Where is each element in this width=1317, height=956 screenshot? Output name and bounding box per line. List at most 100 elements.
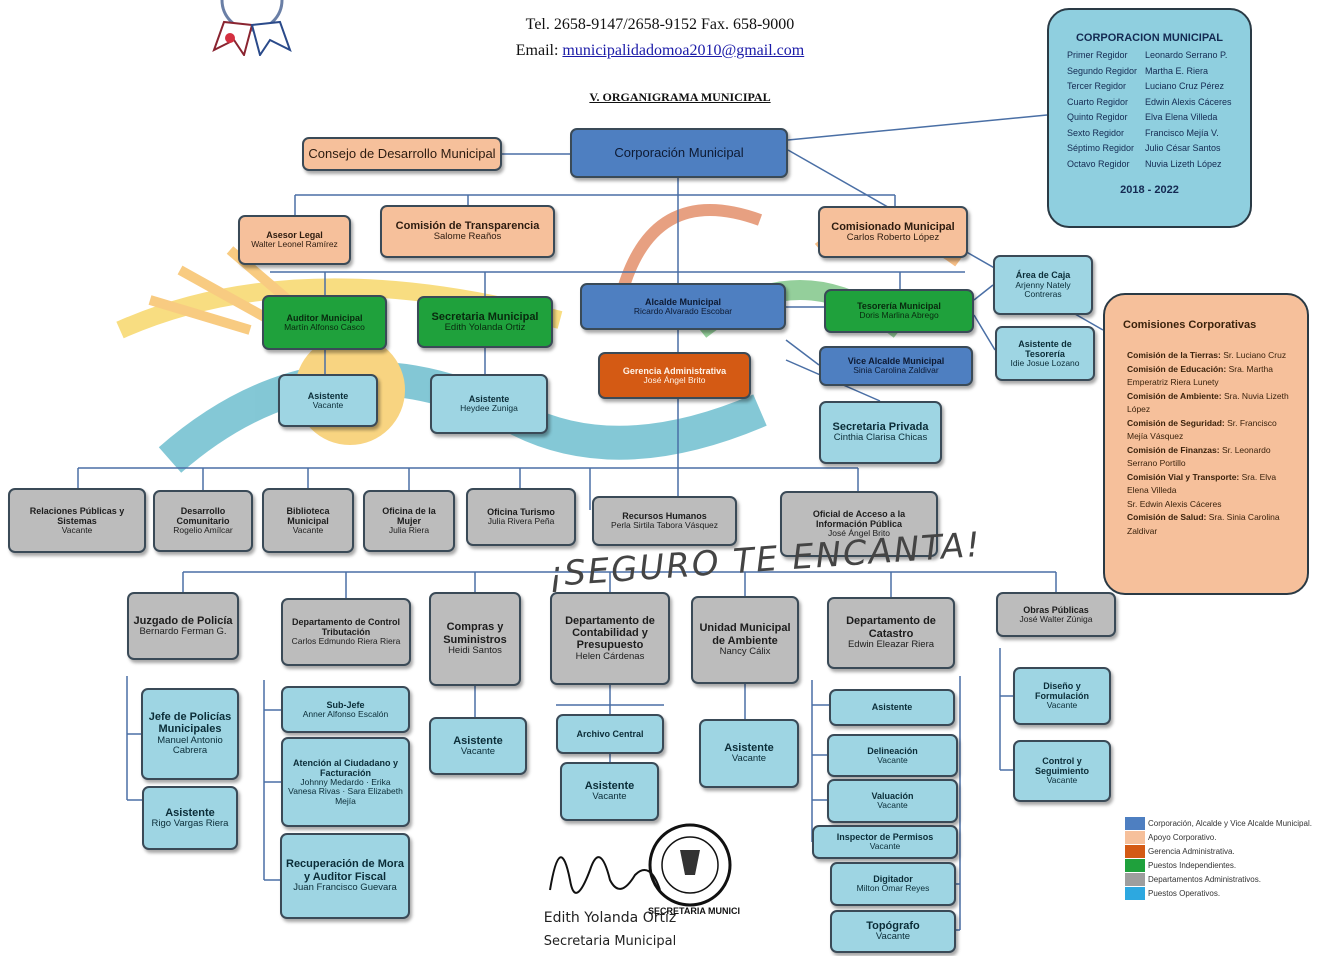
box-title: Compras y Suministros [443,621,507,646]
box-acceso: Oficial de Acceso a la Información Públi… [780,491,938,557]
legend-swatch [1125,816,1145,830]
box-subtitle: Vacante [877,754,908,765]
comisiones-corporativas-panel: Comisiones Corporativas Comisión de la T… [1103,293,1309,595]
comision-item: Comisión de Educación: Sra. Martha Emper… [1127,363,1297,390]
box-title: Juzgado de Policía [133,614,233,627]
comision-item: Comisión de Salud: Sra. Sinia Carolina Z… [1127,511,1297,538]
box-title: Topógrafo [866,920,920,933]
box-title: Archivo Central [576,728,644,739]
box-subtitle: Vacante [460,745,496,757]
box-title: Departamento de Control Tributación [291,617,400,638]
box-subtitle: Rogelio Amílcar [173,525,233,536]
box-subtitle: Vacante [869,841,901,852]
box-title: Comisionado Municipal [831,220,955,233]
comisiones-panel-title: Comisiones Corporativas [1123,319,1257,331]
legend-label: Corporación, Alcalde y Vice Alcalde Muni… [1148,818,1312,828]
legend-item: Gerencia Administrativa. [1125,844,1312,858]
box-title: Departamento de Contabilidad y Presupues… [565,614,655,652]
box-title: Diseño y Formulación [1034,681,1089,702]
box-subtitle: José Ángel Brito [643,374,706,385]
comision-item: Comisión Vial y Transporte: Sra. Elva El… [1127,471,1297,498]
box-title: Obras Públicas [1023,604,1089,615]
box-title: Desarrollo Comunitario [176,506,230,527]
comision-value: Sra. Sinia Carolina Zaldivar [1127,512,1280,536]
box-subtitle: Vacante [592,791,627,803]
box-title: Oficina de la Mujer [382,506,436,527]
box-title: Asesor Legal [266,230,323,241]
comision-value: Sr. Luciano Cruz [1223,350,1287,360]
box-subtitle: Carlos Roberto López [846,231,940,243]
box-title: Atención al Ciudadano y Facturación [292,757,398,778]
box-subtitle: Helen Cárdenas [575,650,645,662]
signature-seal-icon: SECRETARIA MUNICIPAL [549,823,740,916]
box-title: Asistente [468,394,510,405]
comision-label: Comisión de Seguridad: [1127,417,1225,428]
box-subtitle: Julia Riera [388,525,430,536]
box-subtitle: Milton Omar Reyes [856,883,930,894]
box-subtitle: Walter Leonel Ramírez [251,239,338,250]
seal-text: SECRETARIA MUNICIPAL [648,906,740,916]
box-subtitle: Arjenny Nately Contreras [1015,279,1071,300]
connector-line [973,284,994,301]
legend-item: Departamentos Administrativos. [1125,872,1312,886]
box-subtitle: Anner Alfonso Escalón [302,708,389,719]
box-subtitle: José Walter Zúniga [1019,613,1093,624]
box-title: Alcalde Municipal [644,296,722,307]
box-subtitle: Salome Reaños [433,231,502,243]
box-subtitle: Vacante [731,753,767,765]
box-title: Asistente [871,702,913,713]
box-title: Secretaria Municipal [431,310,539,323]
comision-value: Sra. Nuvia Lizeth López [1127,390,1289,415]
box-title: Oficina Turismo [487,507,555,518]
comision-value: Sr. Leonardo Serrano Portillo [1127,444,1271,469]
box-subtitle: Bernardo Ferman G. [139,625,227,637]
legend-swatch [1125,830,1145,844]
box-title: Consejo de Desarrollo Municipal [308,145,496,161]
box-subtitle: José Ángel Brito [828,528,890,539]
box-subtitle: Vacante [61,524,93,535]
signature-role: Secretaria Municipal [543,934,677,949]
box-title: Gerencia Administrativa [622,365,727,376]
box-archivo: Archivo Central [556,714,664,754]
box-subtitle: Edith Yolanda Ortiz [444,321,526,333]
municipal-seal-icon [212,0,292,56]
box-subtitle: Vacante [292,524,324,535]
header-email-link[interactable]: municipalidadomoa2010@gmail.com [562,42,805,59]
box-subtitle: Vacante [312,399,344,410]
box-title: Asistente [165,806,215,819]
box-subtitle: Juan Francisco Guevara [293,882,397,893]
comision-label: Comisión Vial y Transporte: [1127,471,1240,482]
box-subtitle: Vacante [877,800,908,811]
comision-item: Comisión de Ambiente: Sra. Nuvia Lizeth … [1127,390,1297,417]
connector-line [785,339,820,366]
comision-item: Comisión de Finanzas: Sr. Leonardo Serra… [1127,444,1297,471]
box-subtitle: Doris Marlina Abrego [859,310,939,321]
box-consejo: Consejo de Desarrollo Municipal [302,137,502,171]
signature-name: Edith Yolanda Ortiz [543,910,677,926]
legend-swatch [1125,886,1145,900]
